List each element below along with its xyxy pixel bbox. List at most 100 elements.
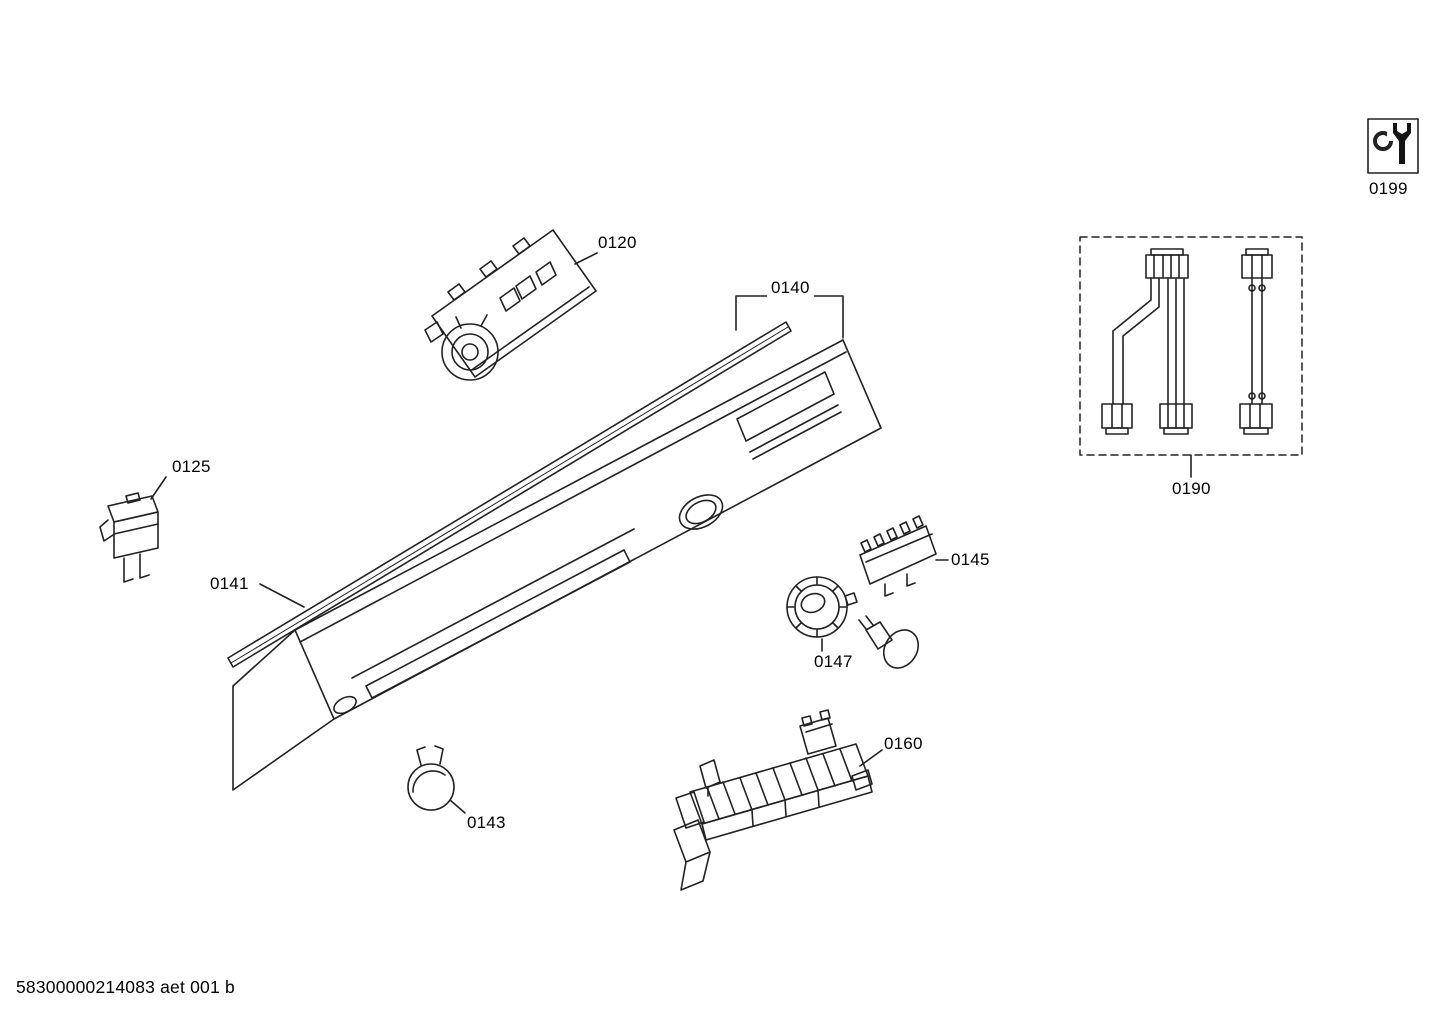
harness-connector-top-right [1241, 254, 1273, 279]
bracket-right-foot [851, 769, 873, 791]
bracket-ribs [706, 748, 853, 820]
service-info-box [1367, 118, 1419, 174]
module-connector-tab-3 [512, 237, 531, 255]
harness-dashed-box [1079, 236, 1303, 456]
module-connector-tab-2 [479, 260, 498, 278]
part-label-0147: 0147 [814, 652, 853, 671]
button-plug-drawing [858, 615, 920, 669]
harness-connector-bottom-left [1101, 403, 1133, 429]
module-board-inner-edge [472, 286, 590, 370]
switch-pin-2 [873, 533, 885, 547]
harness-connector-bottom-right [1239, 403, 1273, 429]
knob-side-tab [844, 592, 858, 606]
panel-outline [232, 339, 882, 791]
bracket-tab-pin-2 [819, 709, 831, 721]
button-highlight [412, 770, 446, 793]
knob-grip-ticks [786, 576, 848, 638]
bracket-front-face [701, 775, 873, 841]
harness-connector-bottom-right-cap [1243, 427, 1269, 435]
harness-connector-top-right-cap [1245, 248, 1269, 256]
harness-wire-2 [1122, 277, 1160, 405]
bracket-tab-pin-1 [801, 715, 813, 727]
module-board-outline [431, 229, 597, 378]
part-label-0140: 0140 [767, 279, 814, 297]
plug-body [865, 621, 893, 650]
part-label-0143: 0143 [467, 813, 506, 832]
button-face [407, 763, 455, 811]
part-label-0120: 0120 [598, 233, 637, 252]
handle-slot [365, 549, 631, 699]
harness-connector-top-left-cap [1150, 248, 1184, 256]
nut-opening [1387, 131, 1397, 141]
module-motor-ticks [455, 314, 488, 329]
harness-crimp-3 [1248, 392, 1256, 400]
switch-pin-4 [899, 521, 911, 535]
clip-left-hook [99, 519, 114, 542]
knob-inner-ring [794, 584, 840, 630]
trim-strip-outline [227, 321, 792, 668]
leader-line-0120 [574, 252, 598, 265]
trim-strip-drawing [227, 321, 792, 668]
leader-line-0160 [859, 749, 883, 767]
clip-front-face [113, 511, 159, 559]
support-bracket-drawing [673, 709, 883, 891]
plug-cap [882, 629, 920, 669]
switch-body [859, 525, 937, 585]
harness-connector-top-right-pins [1251, 254, 1263, 279]
part-label-0160: 0160 [884, 734, 923, 753]
bracket-top-tab [799, 717, 837, 755]
harness-crimp-4 [1258, 392, 1266, 400]
harness-connector-bottom-left-pins [1111, 403, 1123, 429]
leader-line-0143 [449, 799, 466, 814]
knob-hub [800, 592, 826, 614]
control-panel-drawing [232, 295, 882, 791]
plug-stem [858, 615, 874, 630]
harness-wire-1 [1112, 277, 1152, 405]
module-side-connector [424, 321, 444, 343]
leader-line-0141 [259, 583, 305, 608]
push-button-drawing [407, 745, 466, 814]
switch-pin-5 [912, 515, 924, 529]
bracket-left-upright [699, 759, 721, 797]
bracket-left-foot [673, 819, 711, 891]
bracket-left-leg [675, 791, 705, 829]
document-code: 58300000214083 aet 001 b [16, 977, 235, 997]
fixing-clip-drawing [99, 476, 167, 583]
part-label-0190: 0190 [1172, 479, 1211, 498]
module-motor-hub [461, 343, 479, 361]
harness-connector-bottom-mid-cap [1163, 427, 1189, 435]
part-label-0141: 0141 [210, 574, 249, 593]
harness-connector-bottom-left-cap [1105, 427, 1129, 435]
switch-legs [884, 573, 916, 597]
switch-block-drawing [859, 515, 949, 597]
part-label-0125: 0125 [172, 457, 211, 476]
button-hole-oval [333, 695, 357, 715]
switch-pin-3 [886, 527, 898, 541]
harness-connector-top-left [1145, 254, 1189, 279]
rotary-knob-drawing [786, 576, 858, 652]
module-connector-tab-1 [447, 283, 466, 301]
clip-inner-line [113, 523, 159, 535]
harness-connector-bottom-right-pins [1249, 403, 1261, 429]
panel-crease-line [351, 528, 635, 679]
bracket-face-lines [751, 789, 820, 827]
module-component-2 [535, 261, 557, 286]
panel-top-chamfer [299, 351, 847, 643]
cable-harness-drawing [1079, 236, 1303, 478]
leader-line-0125 [150, 476, 167, 500]
module-component-1 [515, 275, 537, 300]
trim-strip-inner-line [230, 326, 789, 664]
service-box-border [1367, 118, 1419, 174]
wrench-icon [1393, 123, 1411, 164]
knob-hole-outer [678, 494, 724, 530]
display-window [736, 371, 835, 442]
panel-left-cap-edge [294, 629, 335, 720]
harness-connector-bottom-mid-pins [1167, 403, 1185, 429]
module-motor-mid [451, 333, 489, 371]
display-slot-line-1 [749, 404, 839, 453]
part-label-0145: 0145 [951, 550, 990, 569]
button-prongs [416, 745, 444, 766]
knob-hole-inner [685, 499, 717, 525]
harness-crimp-1 [1248, 284, 1256, 292]
